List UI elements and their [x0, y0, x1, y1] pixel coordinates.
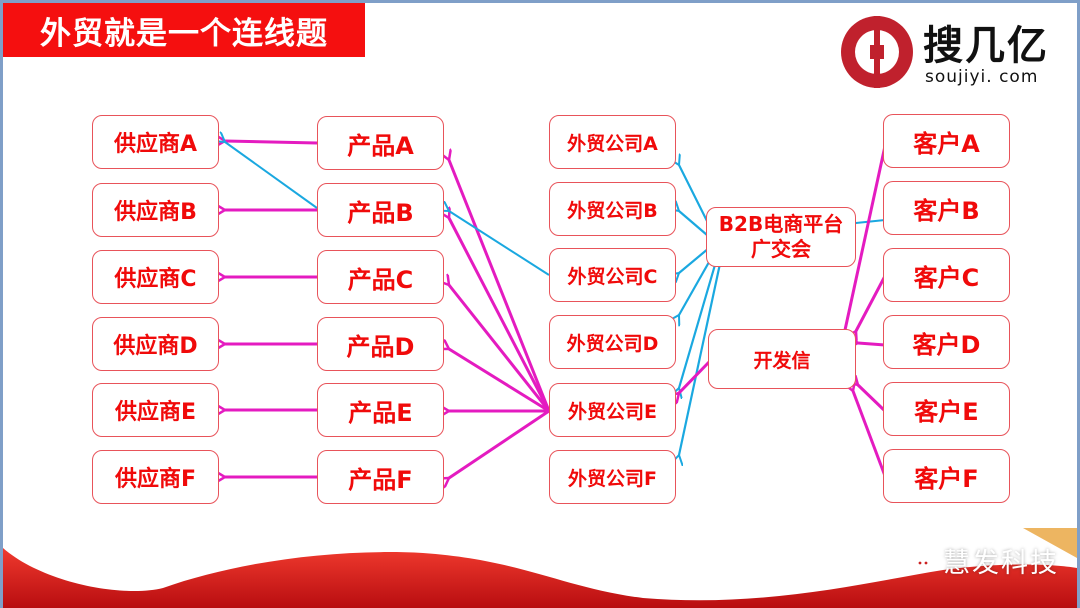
product-f: 产品F	[317, 450, 444, 504]
brand-logo: 搜几亿 soujiyi. com	[841, 13, 1071, 89]
page-title: 外贸就是一个连线题	[40, 15, 328, 52]
canton-fair-label: 广交会	[751, 237, 811, 261]
company-b: 外贸公司B	[549, 182, 676, 236]
logo-url: soujiyi. com	[925, 67, 1039, 87]
watermark-text: 慧发科技	[943, 548, 1059, 579]
supplier-e: 供应商E	[92, 383, 219, 437]
product-c: 产品C	[317, 250, 444, 304]
title-banner: 外贸就是一个连线题	[3, 3, 365, 57]
supplier-b: 供应商B	[92, 183, 219, 237]
connection-arrows	[3, 3, 887, 608]
company-d: 外贸公司D	[549, 315, 676, 369]
logo-emblem-icon	[841, 16, 913, 88]
product-e: 产品E	[317, 383, 444, 437]
customer-a: 客户A	[883, 114, 1010, 168]
company-c: 外贸公司C	[549, 248, 676, 302]
supplier-f: 供应商F	[92, 450, 219, 504]
b2b-platform-node: B2B电商平台 广交会	[706, 207, 856, 267]
slide: 外贸就是一个连线题 搜几亿 soujiyi. com	[3, 3, 1077, 608]
red-silk-decoration	[3, 528, 1077, 608]
customer-f: 客户F	[883, 449, 1010, 503]
customer-b: 客户B	[883, 181, 1010, 235]
product-a: 产品A	[317, 116, 444, 170]
cold-email-node: 开发信	[708, 329, 856, 389]
company-f: 外贸公司F	[549, 450, 676, 504]
wechat-watermark: 慧发科技	[901, 541, 1059, 580]
wechat-icon	[901, 547, 935, 575]
supplier-a: 供应商A	[92, 115, 219, 169]
company-e: 外贸公司E	[549, 383, 676, 437]
customer-c: 客户C	[883, 248, 1010, 302]
company-a: 外贸公司A	[549, 115, 676, 169]
customer-d: 客户D	[883, 315, 1010, 369]
logo-name: 搜几亿	[923, 23, 1049, 69]
supplier-c: 供应商C	[92, 250, 219, 304]
product-d: 产品D	[317, 317, 444, 371]
supplier-d: 供应商D	[92, 317, 219, 371]
product-b: 产品B	[317, 183, 444, 237]
customer-e: 客户E	[883, 382, 1010, 436]
b2b-label: B2B电商平台	[718, 212, 844, 236]
